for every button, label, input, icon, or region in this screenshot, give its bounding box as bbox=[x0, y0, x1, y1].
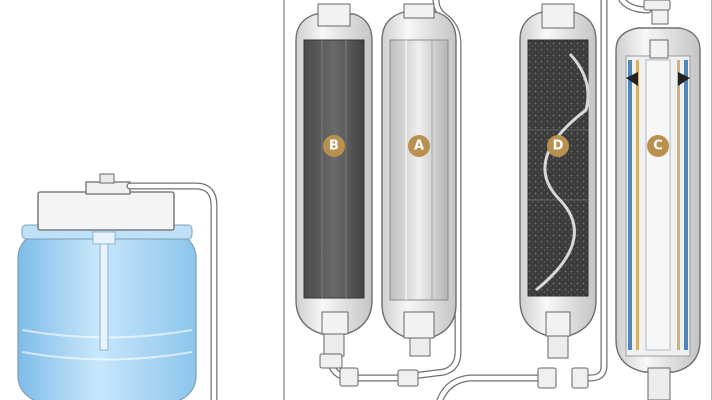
filter-cartridge-a bbox=[382, 4, 456, 356]
water-tank-icon bbox=[18, 174, 196, 400]
badge-d-label: D bbox=[553, 139, 564, 154]
filter-cartridge-d bbox=[520, 4, 596, 358]
filter-cartridge-c bbox=[616, 0, 700, 400]
badge-d: D bbox=[547, 135, 569, 157]
badge-a: A bbox=[408, 135, 430, 157]
badge-b: B bbox=[323, 135, 345, 157]
badge-b-label: B bbox=[329, 139, 339, 154]
badge-c: C bbox=[647, 135, 669, 157]
badge-c-label: C bbox=[653, 139, 663, 154]
connecting-tubes bbox=[330, 0, 648, 400]
badge-a-label: A bbox=[414, 139, 424, 154]
filter-cartridge-b bbox=[296, 4, 372, 356]
